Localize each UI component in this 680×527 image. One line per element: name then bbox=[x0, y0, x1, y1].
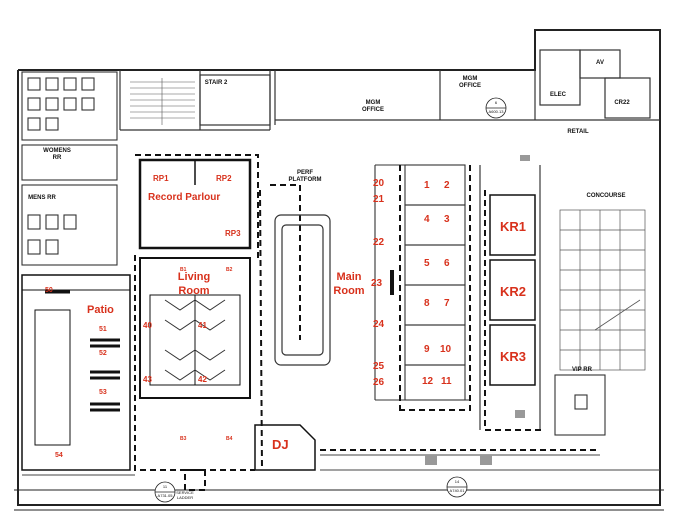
table-50: 50 bbox=[45, 287, 53, 294]
room-label-rp2: RP2 bbox=[216, 174, 232, 183]
section-tag-11-sheet: A731.05 bbox=[157, 493, 173, 498]
room-label-mgm-office-b-1: MGM bbox=[462, 76, 478, 82]
table-6: 6 bbox=[444, 258, 450, 269]
room-label-mens-rr: MENS RR bbox=[28, 195, 56, 201]
room-label-womens-rr-2: RR bbox=[52, 155, 62, 161]
room-label-main-line1: Main bbox=[336, 271, 362, 283]
room-label-record-parlour: Record Parlour bbox=[148, 192, 221, 203]
record-parlour-dashed bbox=[135, 154, 259, 262]
dj-booth bbox=[254, 424, 316, 471]
section-tag-6-number: 6 bbox=[494, 100, 498, 105]
room-label-elec: ELEC bbox=[549, 92, 567, 98]
table-2: 2 bbox=[444, 180, 450, 191]
room-label-kr2: KR2 bbox=[500, 284, 527, 299]
room-label-living-line2: Room bbox=[178, 285, 210, 297]
table-23: 23 bbox=[371, 278, 383, 289]
living-room-dashed bbox=[134, 255, 255, 471]
room-label-av: AV bbox=[596, 60, 604, 66]
top-office-band bbox=[119, 49, 660, 131]
room-label-service-ladder-1: SERVICE bbox=[176, 490, 194, 495]
table-51: 51 bbox=[99, 326, 107, 333]
table-b1: B1 bbox=[180, 267, 187, 273]
table-8: 8 bbox=[424, 298, 430, 309]
room-label-dj: DJ bbox=[272, 437, 289, 452]
stair-2-treads bbox=[130, 78, 195, 125]
main-bar-counter bbox=[274, 214, 331, 366]
table-b2: B2 bbox=[226, 267, 233, 273]
room-label-service-ladder-2: LADDER bbox=[176, 495, 194, 500]
table-43: 43 bbox=[143, 375, 152, 384]
room-label-mgm-office-a-1: MGM bbox=[365, 100, 381, 106]
table-b3: B3 bbox=[180, 436, 187, 442]
room-label-retail: RETAIL bbox=[567, 129, 589, 135]
table-b4: B4 bbox=[226, 436, 233, 442]
section-tag-14-number: 14 bbox=[454, 479, 460, 484]
table-25: 25 bbox=[373, 361, 385, 372]
table-20: 20 bbox=[373, 178, 385, 189]
table-53: 53 bbox=[99, 389, 107, 396]
patio-table-bars bbox=[45, 290, 120, 412]
record-parlour-walls bbox=[138, 158, 252, 250]
misc-fixtures bbox=[425, 155, 530, 465]
room-label-rp1: RP1 bbox=[153, 174, 169, 183]
patio-walls bbox=[21, 274, 131, 471]
bottom-dashed bbox=[184, 449, 600, 491]
table-7: 7 bbox=[444, 298, 450, 309]
table-3: 3 bbox=[444, 214, 450, 225]
kr-column bbox=[479, 165, 541, 430]
table-26: 26 bbox=[373, 377, 385, 388]
room-label-mgm-office-a-2: OFFICE bbox=[362, 107, 384, 113]
bottom-service-strip bbox=[22, 454, 660, 476]
table-11: 11 bbox=[441, 376, 452, 387]
room-label-main-line2: Room bbox=[333, 285, 365, 297]
room-label-womens-rr-1: WOMENS bbox=[43, 148, 71, 154]
table-10: 10 bbox=[440, 344, 452, 355]
main-room-dashed bbox=[395, 165, 471, 411]
table-9: 9 bbox=[424, 344, 430, 355]
living-lounge-seats bbox=[164, 299, 226, 381]
table-54: 54 bbox=[55, 452, 63, 459]
perf-platform bbox=[259, 184, 301, 471]
room-label-cr22: CR22 bbox=[614, 100, 630, 106]
room-label-perf-platform-1: PERF bbox=[296, 170, 314, 176]
room-label-patio: Patio bbox=[87, 304, 114, 316]
room-label-stair-2: STAIR 2 bbox=[204, 80, 228, 86]
room-label-kr3: KR3 bbox=[500, 349, 527, 364]
section-tag-14-sheet: A740.01 bbox=[449, 488, 465, 493]
table-24: 24 bbox=[373, 319, 385, 330]
room-label-rp3: RP3 bbox=[225, 229, 241, 238]
table-12: 12 bbox=[422, 376, 434, 387]
table-41: 41 bbox=[198, 321, 207, 330]
room-label-concourse: CONCOURSE bbox=[586, 193, 626, 199]
table-5: 5 bbox=[424, 258, 430, 269]
concourse-ramp bbox=[559, 209, 646, 371]
room-label-kr1: KR1 bbox=[500, 219, 527, 234]
section-tag-6-sheet: A600.13 bbox=[488, 109, 504, 114]
table-1: 1 bbox=[424, 180, 430, 191]
exterior-walls bbox=[14, 29, 664, 511]
room-label-mgm-office-b-2: OFFICE bbox=[459, 83, 481, 89]
vip-rr bbox=[554, 374, 606, 436]
kr-dashed bbox=[484, 190, 545, 431]
room-label-vip-rr: VIP RR bbox=[572, 367, 592, 373]
table-42: 42 bbox=[198, 375, 207, 384]
table-52: 52 bbox=[99, 350, 107, 357]
section-tags bbox=[154, 97, 507, 503]
table-40: 40 bbox=[143, 321, 152, 330]
room-label-living-line1: Living bbox=[177, 271, 211, 283]
main-room-booths bbox=[374, 164, 470, 401]
table-22: 22 bbox=[373, 237, 385, 248]
section-tag-11-number: 11 bbox=[162, 484, 168, 489]
room-label-perf-platform-2: PLATFORM bbox=[288, 177, 322, 183]
restrooms-left bbox=[21, 71, 118, 266]
table-21: 21 bbox=[373, 194, 385, 205]
table-4: 4 bbox=[424, 214, 430, 225]
